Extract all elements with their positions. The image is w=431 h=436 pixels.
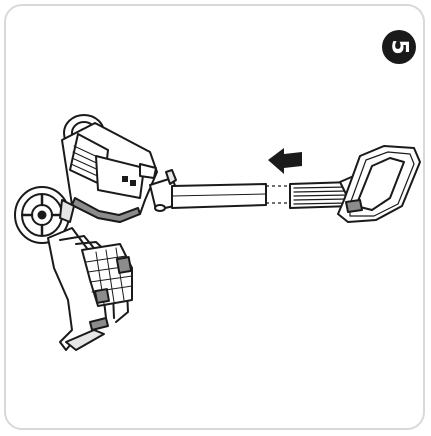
assembly-arrow-icon: [268, 148, 302, 174]
trolley-caddy-icon: [15, 115, 157, 350]
extension-handle-icon: [290, 146, 420, 222]
handle-tube: [150, 170, 266, 211]
alignment-guide: [266, 186, 292, 203]
